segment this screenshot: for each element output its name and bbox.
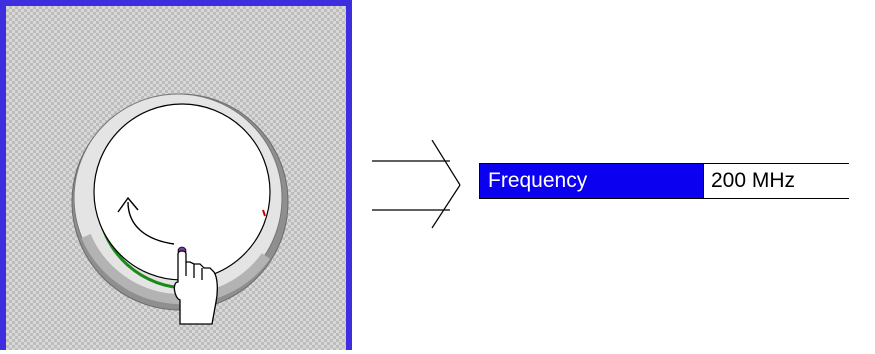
right-arrow-icon (372, 140, 461, 229)
knob-panel (0, 0, 352, 350)
pointing-hand-icon (173, 250, 218, 325)
frequency-label: Frequency (479, 164, 703, 198)
rotary-knob-icon[interactable] (6, 6, 358, 354)
frequency-value: 200 MHz (703, 164, 849, 198)
rotate-left-arrow-icon (117, 196, 175, 245)
frequency-readout: Frequency 200 MHz (479, 163, 849, 199)
